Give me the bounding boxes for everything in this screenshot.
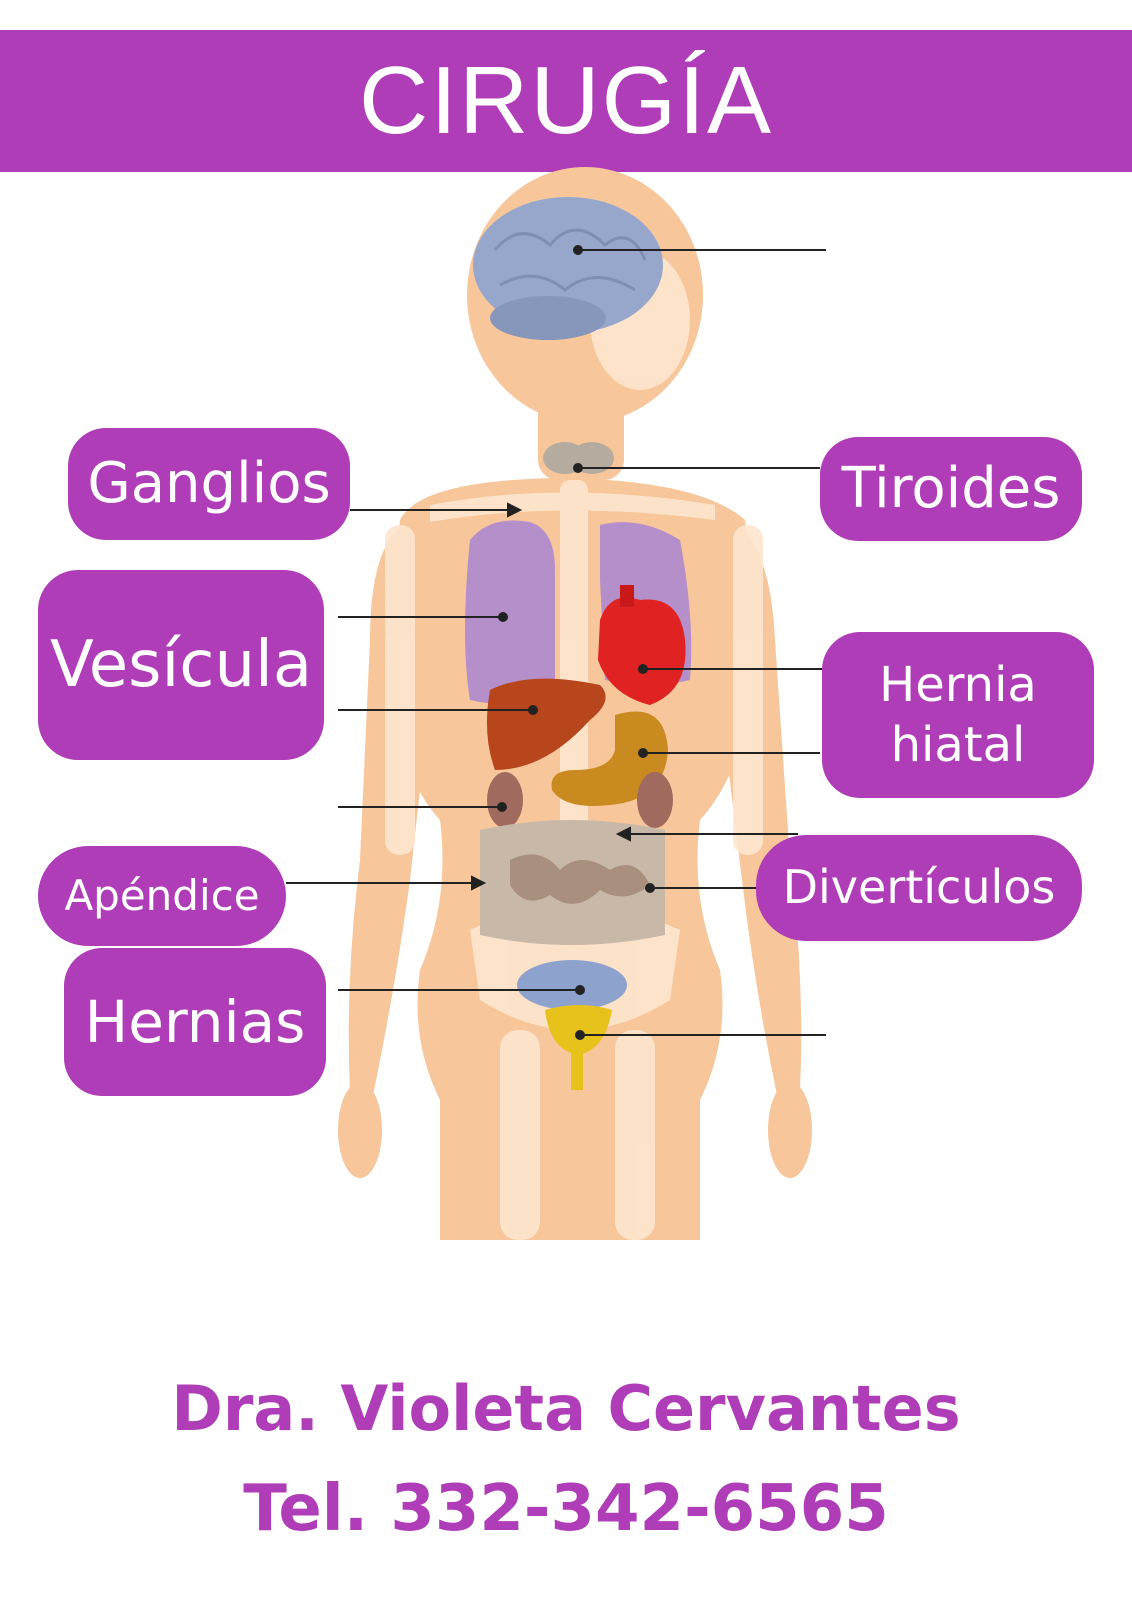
page-title: CIRUGÍA xyxy=(358,47,774,154)
label-hernias-text: Hernias xyxy=(84,987,306,1056)
intestines xyxy=(480,820,665,945)
kidneys xyxy=(487,772,673,828)
heart xyxy=(598,585,686,705)
label-diverticulos-text: Divertículos xyxy=(782,860,1056,915)
label-hernia-hiatal-line2: hiatal xyxy=(890,717,1026,773)
label-hernias: Hernias xyxy=(64,948,326,1096)
label-vesicula-text: Vesícula xyxy=(49,628,313,702)
bladder xyxy=(517,960,627,1090)
label-tiroides: Tiroides xyxy=(820,437,1082,541)
phone-number: Tel. 332-342-6565 xyxy=(243,1472,889,1546)
liver xyxy=(486,678,606,770)
label-hernia-hiatal-line1: Hernia xyxy=(879,657,1037,713)
title-banner: CIRUGÍA xyxy=(0,30,1132,172)
label-diverticulos: Divertículos xyxy=(756,835,1082,941)
label-hernia-hiatal: Hernia hiatal xyxy=(822,632,1094,798)
label-vesicula: Vesícula xyxy=(38,570,324,760)
brain xyxy=(473,197,663,340)
label-tiroides-text: Tiroides xyxy=(841,456,1061,521)
label-ganglios: Ganglios xyxy=(68,428,350,540)
doctor-name: Dra. Violeta Cervantes xyxy=(171,1372,961,1445)
leader-lines xyxy=(286,245,826,1040)
stomach xyxy=(551,711,668,806)
label-apendice-text: Apéndice xyxy=(64,870,260,920)
label-ganglios-text: Ganglios xyxy=(87,451,331,516)
label-apendice: Apéndice xyxy=(38,846,286,946)
